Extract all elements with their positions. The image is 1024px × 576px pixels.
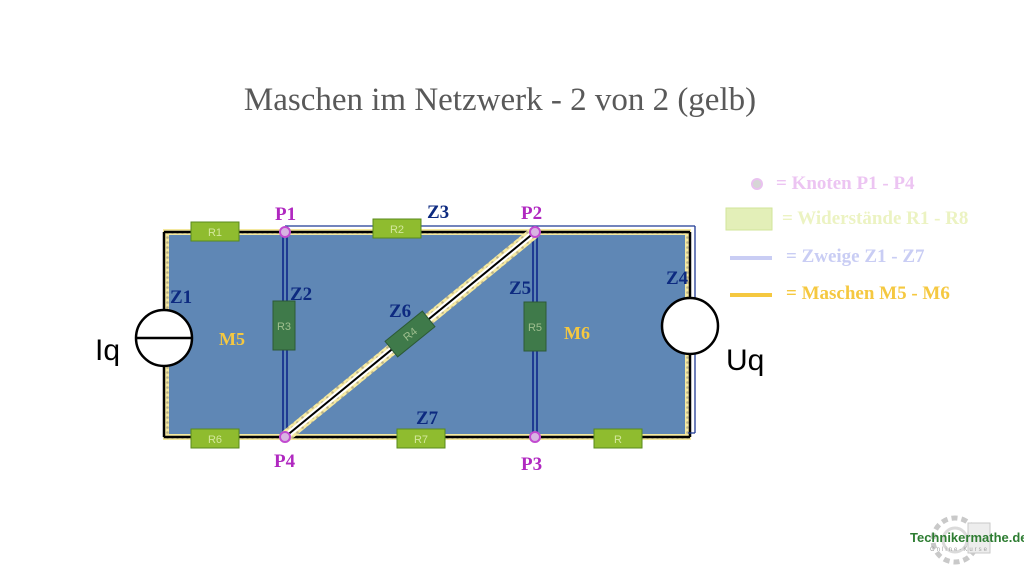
brand-tagline: Online-Kurse <box>930 547 990 553</box>
resistor-r7: R7 <box>396 428 446 449</box>
resistor-r5: R5 <box>523 301 547 352</box>
brand-name: Technikermathe.de <box>910 530 1024 545</box>
legend-resistors-text: = Widerstände R1 - R8 <box>782 208 969 229</box>
node-label-p4: P4 <box>274 451 296 472</box>
resistor-r1-label: R1 <box>208 227 222 239</box>
slide-title: Maschen im Netzwerk - 2 von 2 (gelb) <box>243 82 757 118</box>
brand-logo-icon <box>930 515 991 565</box>
node-label-p2: P2 <box>521 203 542 224</box>
branch-label-z2: Z2 <box>290 284 312 305</box>
legend-item-branches: = Zweige Z1 - Z7 <box>786 243 925 271</box>
node-p2-dot <box>529 226 541 238</box>
resistor-r8-label: R <box>614 434 622 446</box>
legend-meshes-text: = Maschen M5 - M6 <box>786 283 950 304</box>
resistor-r1: R1 <box>190 221 240 242</box>
node-p4-dot <box>279 431 291 443</box>
mesh-6-region <box>285 232 688 437</box>
voltage-source-icon <box>660 296 720 356</box>
legend-item-meshes: = Maschen M5 - M6 <box>786 280 950 308</box>
branch-label-z5: Z5 <box>509 278 531 299</box>
resistor-r8: R <box>593 428 643 449</box>
legend-branches-text: = Zweige Z1 - Z7 <box>786 246 925 267</box>
resistor-swatch-icon <box>725 207 773 231</box>
node-label-p1: P1 <box>275 204 296 225</box>
node-dot-icon <box>751 178 763 190</box>
source-label-uq: Uq <box>726 344 764 377</box>
current-source-icon <box>134 308 194 368</box>
resistor-r5-label: R5 <box>528 322 542 334</box>
resistor-r3: R3 <box>272 300 296 351</box>
branch-label-z7: Z7 <box>416 408 439 429</box>
legend-item-resistors: = Widerstände R1 - R8 <box>782 205 968 233</box>
branch-label-z4: Z4 <box>666 268 689 289</box>
resistor-r7-label: R7 <box>414 434 428 446</box>
mesh-5-region <box>166 232 535 437</box>
legend-nodes-text: = Knoten P1 - P4 <box>776 173 915 194</box>
node-p3-dot <box>529 431 541 443</box>
mesh-label-m5: M5 <box>219 329 245 349</box>
branch-label-z1: Z1 <box>170 287 192 308</box>
resistor-r2-label: R2 <box>390 224 404 236</box>
resistor-r6: R6 <box>190 428 240 449</box>
resistor-r2: R2 <box>372 218 422 239</box>
legend-item-nodes: = Knoten P1 - P4 <box>776 170 915 198</box>
branch-label-z3: Z3 <box>427 202 449 223</box>
resistor-r3-label: R3 <box>277 321 291 333</box>
branch-label-z6: Z6 <box>389 301 411 322</box>
node-label-p3: P3 <box>521 454 542 475</box>
source-label-iq: Iq <box>95 334 120 367</box>
node-p1-dot <box>279 226 291 238</box>
mesh-label-m6: M6 <box>564 323 590 343</box>
resistor-r6-label: R6 <box>208 434 222 446</box>
resistor-r4: R4 <box>384 310 436 358</box>
